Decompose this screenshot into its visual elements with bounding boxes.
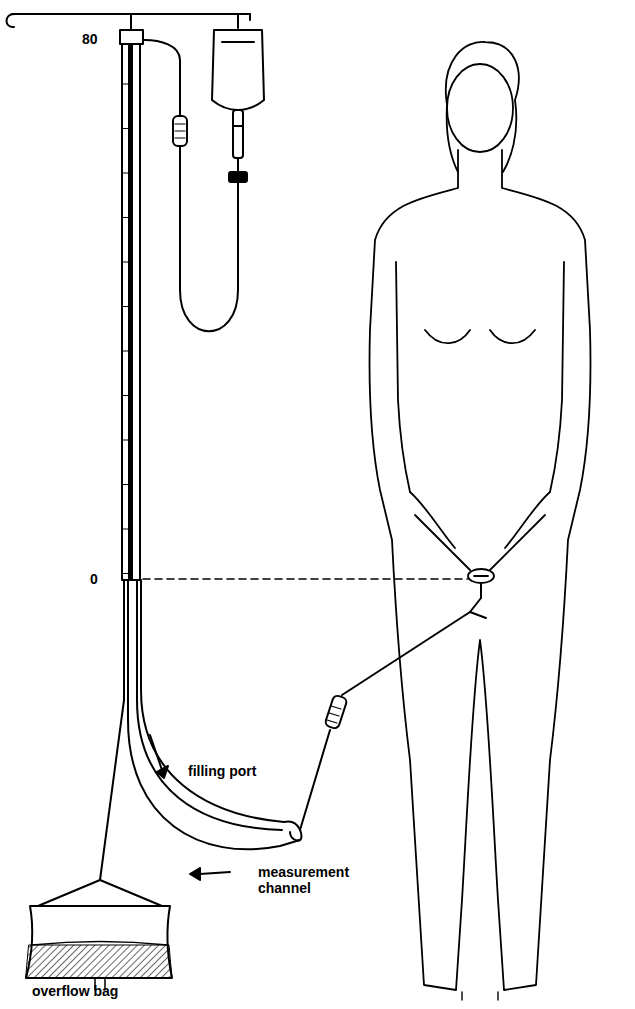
scale-tick <box>122 128 128 129</box>
scale-tick <box>122 261 128 262</box>
part-label: overflow bag <box>32 983 118 999</box>
iv-bag <box>212 14 264 182</box>
column-tubes <box>124 580 300 849</box>
part-label: filling port <box>188 763 256 779</box>
flow-arrow <box>150 735 162 770</box>
scale-tick <box>122 573 128 574</box>
scale-tick <box>122 350 128 351</box>
scale-tick <box>122 172 128 173</box>
scale-tick <box>122 306 128 307</box>
scale-tick <box>122 83 128 84</box>
scale-ticks <box>122 84 128 574</box>
scale-tick <box>122 528 128 529</box>
part-label: measurement channel <box>258 864 370 896</box>
scale-number: 80 <box>82 31 98 47</box>
manometer-column <box>120 30 143 580</box>
catheter <box>284 584 486 841</box>
overflow-bag <box>26 700 172 990</box>
scale-number: 0 <box>90 571 98 587</box>
infusion-tube <box>144 40 238 331</box>
roller-clamp <box>173 116 187 146</box>
female-figure <box>369 42 590 1000</box>
zero-reference-line <box>143 578 468 580</box>
scale-tick <box>122 395 128 396</box>
scale-tick <box>122 484 128 485</box>
scale-tick <box>122 439 128 440</box>
scale-tick <box>122 217 128 218</box>
flow-arrow <box>200 872 230 874</box>
